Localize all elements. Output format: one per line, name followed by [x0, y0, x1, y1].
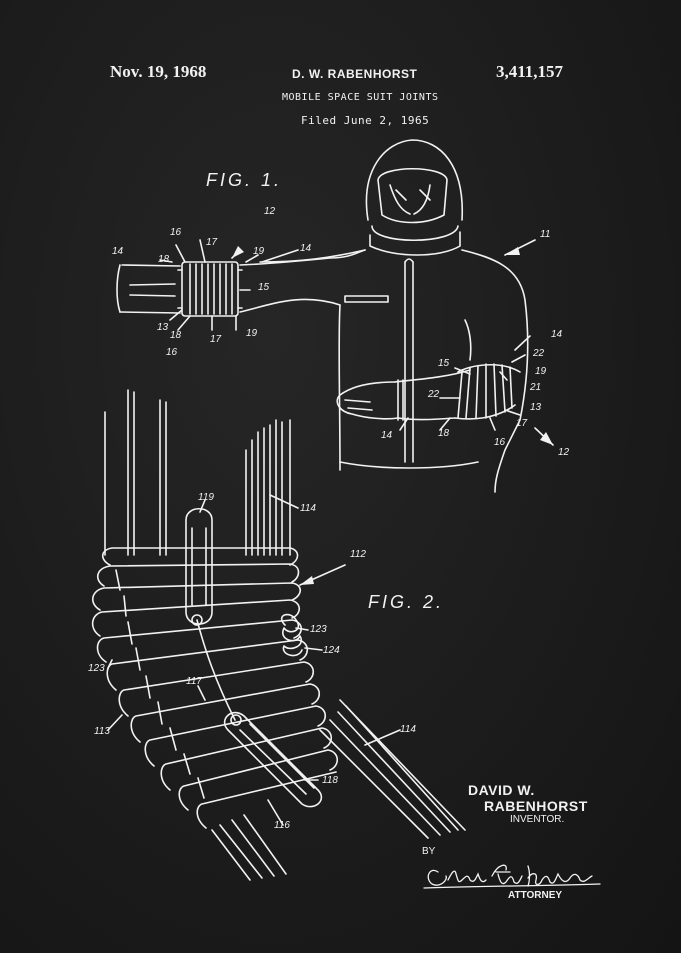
fig1-label: FIG. 1.: [206, 170, 283, 190]
ref-118: 118: [322, 775, 338, 786]
ref-16: 16: [166, 347, 178, 358]
bellows-joint-figure: [91, 389, 466, 881]
fig2-label: FIG. 2.: [368, 592, 445, 612]
ref-117: 117: [186, 676, 202, 687]
ref-18: 18: [158, 254, 170, 265]
ref-116: 116: [274, 820, 290, 831]
ref-12: 12: [558, 447, 570, 458]
filed-date: Filed June 2, 1965: [301, 114, 430, 127]
header-inventor: D. W. RABENHORST: [292, 67, 418, 81]
patent-title: MOBILE SPACE SUIT JOINTS: [282, 92, 439, 103]
ref-114: 114: [300, 503, 316, 514]
by-label: BY: [422, 846, 436, 857]
ref-17: 17: [210, 334, 222, 345]
ref-13: 13: [157, 322, 169, 333]
ref-18: 18: [438, 428, 450, 439]
ref-119: 119: [198, 492, 214, 503]
ref-124: 124: [323, 645, 340, 656]
ref-19: 19: [535, 366, 547, 377]
ref-123: 123: [310, 624, 327, 635]
ref-12: 12: [264, 206, 276, 217]
ref-113: 113: [94, 726, 110, 737]
ref-21: 21: [530, 382, 542, 393]
ref-22: 22: [533, 348, 545, 359]
ref-13: 13: [530, 402, 542, 413]
ref-14: 14: [112, 246, 124, 257]
inventor-first-name: DAVID W.: [468, 782, 535, 798]
ref-17: 17: [206, 237, 218, 248]
ref-112: 112: [350, 549, 366, 560]
ref-17: 17: [516, 418, 528, 429]
ref-16: 16: [170, 227, 182, 238]
ref-123: 123: [88, 663, 105, 674]
inventor-label: INVENTOR.: [510, 814, 565, 825]
ref-14: 14: [300, 243, 312, 254]
ref-16: 16: [494, 437, 506, 448]
attorney-label: ATTORNEY: [508, 890, 563, 901]
ref-14: 14: [381, 430, 393, 441]
astronaut-figure: [116, 139, 529, 493]
patent-date: Nov. 19, 1968: [110, 62, 207, 81]
ref-15: 15: [258, 282, 270, 293]
ref-11: 11: [540, 229, 551, 240]
ref-15: 15: [438, 358, 450, 369]
patent-number: 3,411,157: [496, 62, 564, 81]
ref-19: 19: [246, 328, 258, 339]
ref-14: 14: [551, 329, 563, 340]
inventor-last-name: RABENHORST: [484, 798, 588, 814]
ref-114: 114: [400, 724, 416, 735]
ref-19: 19: [253, 246, 265, 257]
ref-18: 18: [170, 330, 182, 341]
ref-22: 22: [428, 389, 440, 400]
